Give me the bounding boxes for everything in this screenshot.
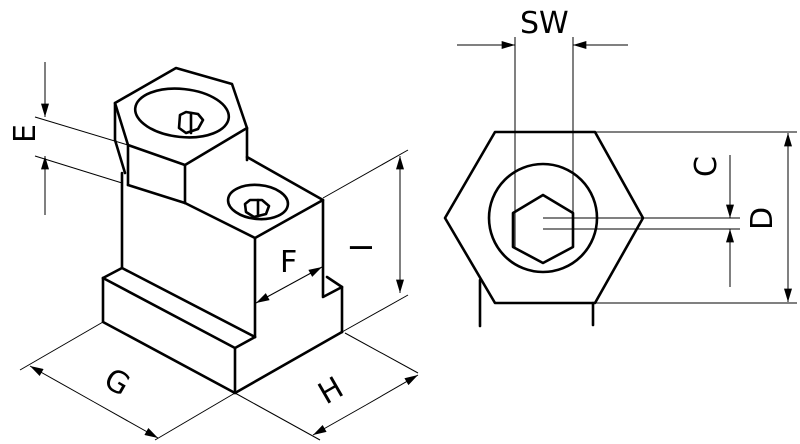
top-view: SW D C <box>443 6 797 328</box>
small-socket-icon <box>243 198 271 219</box>
dimension-d: D <box>595 131 797 304</box>
label-c: C <box>689 156 724 177</box>
socket-icon <box>177 110 205 135</box>
isometric-view: E I F G H <box>8 62 419 441</box>
dimension-c: C <box>543 155 740 287</box>
label-e: E <box>8 124 43 143</box>
dimension-sw: SW <box>457 6 628 248</box>
dimension-e: E <box>8 62 129 215</box>
label-f: F <box>280 245 297 280</box>
dimension-h: H <box>234 332 419 441</box>
hex-screw-head <box>113 66 249 205</box>
label-i: I <box>345 243 380 252</box>
t-slot-base <box>101 266 344 395</box>
dimension-i: I <box>322 149 409 333</box>
dimension-f: F <box>255 245 323 304</box>
block-body <box>120 155 344 339</box>
label-g: G <box>98 362 136 404</box>
label-h: H <box>313 370 350 412</box>
label-d: D <box>745 207 780 230</box>
label-sw: SW <box>520 6 569 41</box>
dimension-g: G <box>19 321 236 441</box>
